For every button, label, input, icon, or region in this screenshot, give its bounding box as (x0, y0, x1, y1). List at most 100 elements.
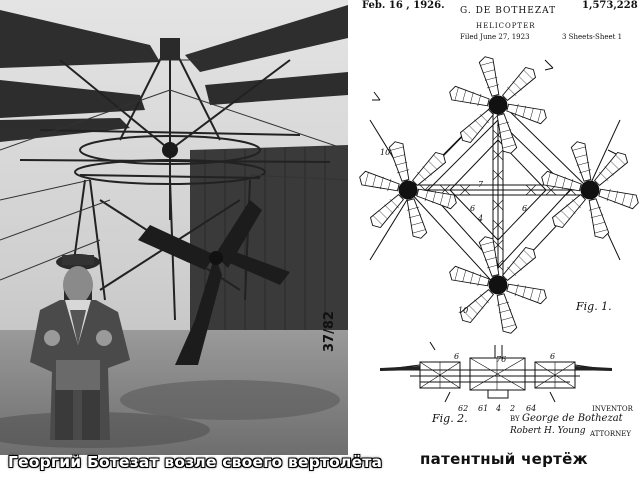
rotor-hub (488, 275, 508, 295)
blade-rib (469, 91, 474, 105)
rotor-blade (359, 170, 400, 192)
blade-rib (594, 229, 608, 234)
blade-rib (454, 87, 459, 101)
blade-rib (462, 269, 467, 283)
blade-rib (463, 310, 473, 320)
patent-date: Feb. 16 , 1926. (362, 0, 445, 11)
attorney-signature: Robert H. Young (510, 426, 586, 436)
blade-rib (482, 249, 496, 254)
rotor-blade (570, 141, 592, 182)
ref-2: 2 (510, 404, 516, 413)
ref-10a: 10 (380, 148, 391, 157)
blade-rib (496, 121, 510, 126)
blade-rib (463, 130, 473, 140)
blade-rib (498, 309, 512, 314)
blade-rib (496, 301, 510, 306)
blade-rib (537, 289, 542, 303)
blade-rib (554, 174, 559, 188)
rotor-blade (593, 151, 629, 187)
blade-rib (518, 75, 528, 85)
rotor-blade (388, 141, 410, 182)
blade-rib (592, 221, 606, 226)
blade-rib (482, 69, 496, 74)
ref-6b: 6 (522, 204, 528, 213)
blade-rib (439, 192, 444, 206)
blade-rib (590, 214, 604, 219)
photo-stamp: 37/82 (322, 311, 337, 352)
blade-rib (480, 241, 494, 246)
blade-rib (572, 146, 586, 151)
rotor-blade (406, 198, 428, 239)
blade-rib (474, 299, 484, 309)
rotor-blade (501, 66, 537, 102)
fig1-label: Fig. 1. (576, 300, 612, 313)
blade-rib (468, 125, 478, 135)
historic-photo: 37/82 (0, 0, 348, 455)
attorney-label: ATTORNEY (590, 430, 632, 438)
blade-rib (560, 210, 570, 220)
blade-rib (406, 206, 420, 211)
blade-rib (599, 171, 609, 181)
blade-rib (422, 166, 432, 176)
blade-rib (604, 166, 614, 176)
blade-rib (479, 294, 489, 304)
rotor-blade (449, 265, 490, 287)
blade-rib (424, 188, 429, 202)
blade-rib (569, 178, 574, 192)
ref-10b: 10 (458, 306, 469, 315)
rotor-blade (506, 283, 547, 305)
blade-rib (364, 172, 369, 186)
rotor-blade (501, 246, 537, 282)
blade-rib (574, 154, 588, 159)
blade-rib (523, 70, 533, 80)
ref-4: 4 (478, 214, 484, 223)
inventor-signature: George de Bothezat (522, 413, 623, 424)
patent-figures (359, 56, 639, 403)
fig2-label: Fig. 2. (432, 412, 468, 425)
blade-rib (447, 194, 452, 208)
man-figure (30, 254, 130, 440)
patent-drawing: Feb. 16 , 1926. G. DE BOTHEZAT 1,573,228… (350, 0, 640, 455)
blade-rib (480, 61, 494, 66)
blade-rib (610, 160, 620, 170)
blade-rib (588, 206, 602, 211)
blade-rib (373, 215, 383, 225)
blade-rib (522, 285, 527, 299)
blade-rib (507, 86, 517, 96)
blade-rib (379, 176, 384, 190)
blade-rib (518, 255, 528, 265)
patent-title: HELICOPTER (476, 22, 536, 30)
rotor-blade (496, 293, 518, 334)
blade-rib (486, 84, 500, 89)
blade-rib (529, 107, 534, 121)
blade-rib (566, 204, 576, 214)
blade-rib (474, 119, 484, 129)
blade-rib (408, 214, 422, 219)
rotor-blade (541, 170, 582, 192)
blade-rib (479, 114, 489, 124)
blade-rib (523, 250, 533, 260)
blade-rib (384, 204, 394, 214)
rotor-blade (478, 56, 500, 97)
rotor-blade (459, 108, 495, 144)
blade-rib (389, 199, 399, 209)
rotor-blade (369, 193, 405, 229)
ref-7: 7 (478, 180, 484, 189)
rotor-blade (598, 188, 639, 210)
by-label: BY (510, 415, 520, 423)
blade-rib (392, 154, 406, 159)
blade-rib (372, 174, 377, 188)
blade-rib (454, 267, 459, 281)
ref-6d: 6 (550, 352, 556, 361)
blade-rib (502, 144, 516, 149)
blade-rib (417, 171, 427, 181)
rotor-blade (411, 151, 447, 187)
patent-number: 1,573,228 (582, 0, 638, 11)
photo-caption: Георгий Ботезат возле своего вертолёта (8, 453, 383, 471)
blade-rib (578, 169, 592, 174)
blade-rib (514, 103, 519, 117)
blade-rib (621, 192, 626, 206)
blade-rib (468, 305, 478, 315)
blade-rib (522, 105, 527, 119)
blade-rib (462, 89, 467, 103)
